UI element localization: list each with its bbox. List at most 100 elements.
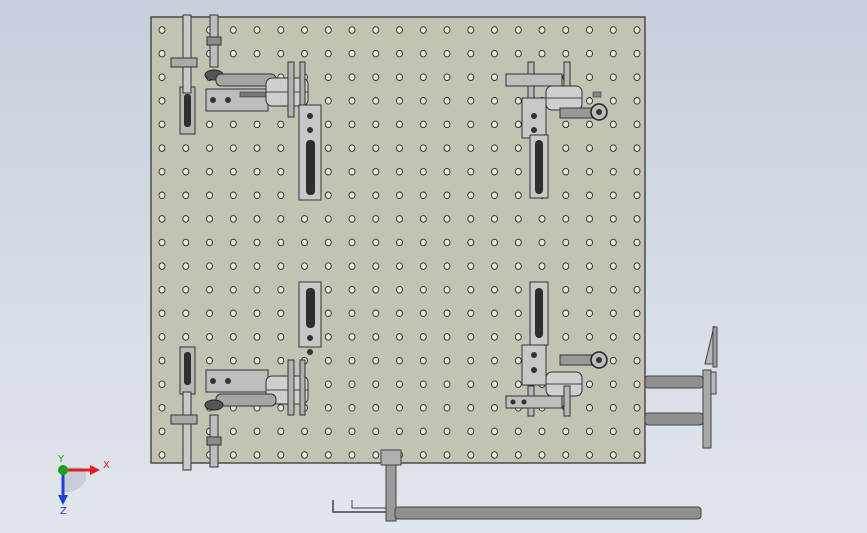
plate-hole xyxy=(419,215,427,223)
plate-hole xyxy=(419,167,427,176)
plate-hole xyxy=(538,451,546,459)
plate-hole xyxy=(491,356,498,365)
plate-hole xyxy=(467,120,475,129)
plate-hole xyxy=(348,238,356,247)
plate-hole xyxy=(324,167,332,176)
toggle-clamp-top-left[interactable] xyxy=(170,14,322,201)
plate-hole xyxy=(372,238,380,247)
plate-hole xyxy=(158,309,166,318)
plate-hole xyxy=(467,380,475,388)
plate-hole xyxy=(182,191,190,200)
plate-hole xyxy=(372,309,380,318)
plate-hole xyxy=(419,73,427,81)
plate-hole xyxy=(491,427,498,436)
plate-hole xyxy=(467,191,475,200)
plate-hole xyxy=(609,238,617,247)
plate-hole xyxy=(277,238,285,247)
plate-hole xyxy=(609,73,617,81)
plate-hole xyxy=(491,262,498,270)
toggle-clamp-bottom-left[interactable] xyxy=(170,281,322,471)
plate-hole xyxy=(158,73,166,81)
plate-hole xyxy=(538,26,546,34)
plate-hole xyxy=(253,144,261,152)
plate-hole xyxy=(562,333,570,341)
plate-hole xyxy=(253,451,261,459)
plate-hole xyxy=(206,144,213,152)
plate-hole xyxy=(467,26,475,34)
side-support-frame xyxy=(644,325,718,449)
plate-hole xyxy=(396,97,403,105)
plate-hole xyxy=(229,26,237,34)
plate-hole xyxy=(324,356,332,365)
plate-hole xyxy=(348,97,356,105)
plate-hole xyxy=(443,49,451,58)
plate-hole xyxy=(253,26,261,34)
toggle-clamp-top-right[interactable] xyxy=(505,61,608,199)
plate-hole xyxy=(324,120,332,129)
plate-hole xyxy=(324,309,332,318)
plate-hole xyxy=(467,97,475,105)
plate-hole xyxy=(491,380,498,388)
plate-hole xyxy=(491,120,498,129)
plate-hole xyxy=(491,404,498,412)
plate-hole xyxy=(324,427,332,436)
plate-hole xyxy=(538,427,546,436)
plate-hole xyxy=(586,191,593,200)
plate-hole xyxy=(491,26,498,34)
plate-hole xyxy=(562,262,570,270)
plate-hole xyxy=(206,309,213,318)
plate-hole xyxy=(229,238,237,247)
plate-hole xyxy=(419,120,427,129)
plate-hole xyxy=(443,285,451,294)
plate-hole xyxy=(633,167,641,176)
plate-hole xyxy=(229,49,237,58)
plate-hole xyxy=(419,333,427,341)
plate-hole xyxy=(419,451,427,459)
plate-hole xyxy=(538,238,546,247)
plate-hole xyxy=(158,427,166,436)
plate-hole xyxy=(348,167,356,176)
plate-hole xyxy=(491,333,498,341)
plate-hole xyxy=(253,191,261,200)
plate-hole xyxy=(396,26,403,34)
plate-hole xyxy=(443,262,451,270)
clamp-handle xyxy=(287,61,295,118)
plate-hole xyxy=(348,262,356,270)
plate-hole xyxy=(277,120,285,129)
plate-hole xyxy=(609,356,617,365)
plate-hole xyxy=(562,215,570,223)
plate-hole xyxy=(443,120,451,129)
plate-hole xyxy=(633,333,641,341)
clamp-base xyxy=(505,73,563,87)
plate-hole xyxy=(158,356,166,365)
plate-hole xyxy=(633,73,641,81)
plate-hole xyxy=(443,451,451,459)
support-tube xyxy=(394,506,702,520)
plate-hole xyxy=(491,97,498,105)
plate-hole xyxy=(277,262,285,270)
plate-hole xyxy=(609,309,617,318)
plate-hole xyxy=(514,49,522,58)
plate-hole xyxy=(158,97,166,105)
plate-hole xyxy=(277,49,285,58)
z-axis-label: Z xyxy=(60,506,67,517)
plate-hole xyxy=(586,238,593,247)
plate-hole xyxy=(396,404,403,412)
plate-hole xyxy=(396,309,403,318)
plate-hole xyxy=(324,380,332,388)
plate-hole xyxy=(443,356,451,365)
plate-hole xyxy=(372,191,380,200)
toggle-clamp-bottom-right[interactable] xyxy=(505,281,608,417)
plate-hole xyxy=(633,451,641,459)
plate-hole xyxy=(491,191,498,200)
plate-hole xyxy=(514,427,522,436)
plate-hole xyxy=(609,167,617,176)
plate-hole xyxy=(419,356,427,365)
plate-hole xyxy=(586,26,593,34)
plate-hole xyxy=(586,215,593,223)
plate-hole xyxy=(491,285,498,294)
x-axis-label: X xyxy=(103,460,110,471)
plate-hole xyxy=(253,120,261,129)
plate-hole xyxy=(467,451,475,459)
